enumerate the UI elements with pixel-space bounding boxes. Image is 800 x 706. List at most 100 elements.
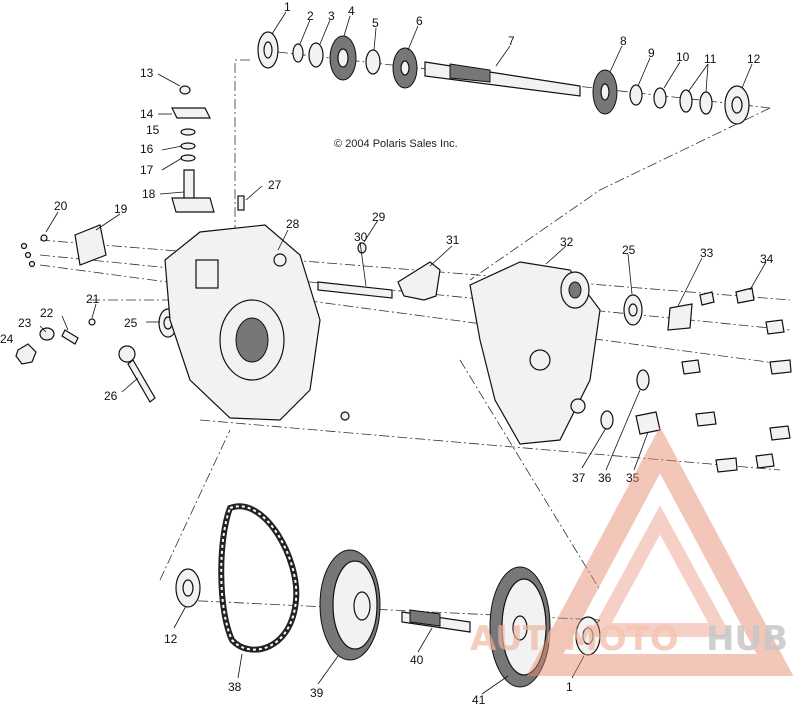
washer-9 [629,84,643,106]
label-38: 38 [228,680,242,694]
ring-11b [699,91,713,115]
label-36: 36 [598,471,612,485]
washer-23 [39,327,55,341]
pin-27 [237,195,245,211]
label-39: 39 [310,686,324,700]
label-27: 27 [268,178,282,192]
screw-20 [40,234,48,242]
gear-41 [489,566,551,688]
bearing-1-bottom [575,616,601,656]
case-half-right-32 [469,261,601,445]
label-17: 17 [140,163,154,177]
label-32: 32 [560,235,574,249]
selector-stack [171,85,215,213]
label-4: 4 [348,4,355,18]
label-33 [667,303,693,331]
label-37: 37 [572,471,586,485]
label-41: 41 [472,693,486,706]
part-labels: 1 2 3 4 5 6 7 8 9 10 11 12 13 14 15 16 1… [0,0,774,706]
label-12-top: 12 [747,52,761,66]
label-5: 5 [372,16,379,30]
detent-29 [357,242,367,254]
nut-13 [179,85,191,95]
washer-15 [180,128,196,136]
label-24: 24 [0,332,14,346]
label-14: 14 [140,107,154,121]
watermark: AUTO MOTO HUB [470,426,794,676]
label-13: 13 [140,66,154,80]
washer-3 [308,42,324,68]
label-30: 30 [354,230,368,244]
ring-11a [679,89,693,113]
label-2: 2 [307,9,314,23]
left-hardware [15,224,178,403]
label-40: 40 [410,653,424,667]
label-15: 15 [146,123,160,137]
label-34: 34 [760,252,774,266]
gear-4 [329,35,357,81]
ring-17 [180,154,196,162]
label-28: 28 [286,217,300,231]
bearing-12-bottom [175,568,201,608]
cover-19 [74,224,107,266]
watermark-text-moto: MOTO [564,619,679,659]
label-25-right: 25 [622,243,636,257]
label-33: 33 [700,246,714,260]
shaft-40 [401,609,471,633]
nut-24 [15,343,37,365]
label-26: 26 [104,389,118,403]
gear-39 [319,549,381,661]
label-3: 3 [328,9,335,23]
washer-5 [365,49,381,75]
label-10: 10 [676,50,690,64]
bearing-1-top [257,31,279,69]
label-23: 23 [18,316,32,330]
label-6: 6 [416,14,423,28]
label-18: 18 [142,187,156,201]
collar-35 [635,411,661,435]
label-7: 7 [508,34,515,48]
sprocket-8 [592,69,618,115]
label-19: 19 [114,202,128,216]
label-1-bottom: 1 [566,680,573,694]
label-12-bottom: 12 [164,632,178,646]
fork-31 [397,261,441,301]
label-20: 20 [54,199,68,213]
case-half-left-28 [164,224,321,421]
plug-21 [88,318,96,326]
ring-36 [636,369,650,391]
chain-38 [218,503,300,653]
seal-2 [292,43,304,63]
label-9: 9 [648,46,655,60]
bearing-12-top [724,85,750,125]
rod-30 [317,281,393,299]
dowel-pin [340,411,350,421]
watermark-triangle-icon [526,426,794,676]
shift-parts [317,242,441,421]
washer-37 [600,410,614,430]
plate-14 [171,107,211,119]
label-21: 21 [86,292,100,306]
label-16: 16 [140,142,154,156]
label-11: 11 [704,52,717,66]
watermark-text-hub: HUB [706,619,788,659]
label-29: 29 [372,210,386,224]
sensor-26 [118,345,156,403]
label-22: 22 [40,306,54,320]
right-hardware [600,287,792,473]
sprocket-6 [392,47,418,89]
ring-10 [653,87,667,109]
label-25-left: 25 [124,316,138,330]
watermark-text-auto: AUTO [470,619,575,659]
label-1-top: 1 [284,0,291,14]
copyright-text: © 2004 Polaris Sales Inc. [334,138,458,150]
ring-16 [180,142,196,150]
shaft-7 [424,61,581,97]
shaft-18 [171,197,215,213]
bolt-34 [735,287,755,304]
label-31: 31 [446,233,460,247]
leader-lines [39,11,767,695]
spring-22 [61,329,79,345]
